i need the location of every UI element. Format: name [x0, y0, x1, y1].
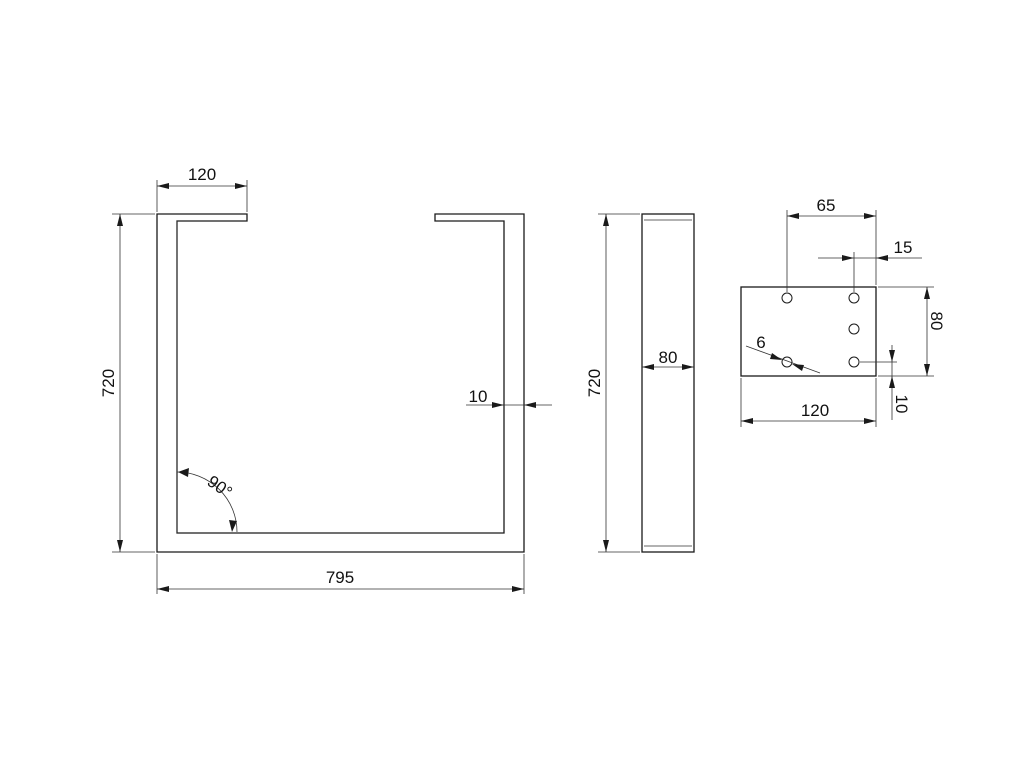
- dim-arrow: [889, 376, 895, 388]
- side-view: 720 80: [585, 213, 695, 553]
- dim-arrow: [792, 364, 804, 371]
- dim-arrow: [741, 418, 753, 424]
- dim-arrow: [235, 183, 247, 189]
- dim-label-hole-spacing: 65: [817, 196, 836, 215]
- dim-arrow: [787, 213, 799, 219]
- dim-arrow: [864, 213, 876, 219]
- dim-label-plate-width: 120: [801, 401, 829, 420]
- dim-label-angle: 90°: [204, 472, 236, 502]
- dim-label-side-depth: 80: [659, 348, 678, 367]
- dim-label-height: 720: [99, 369, 118, 397]
- dim-label-wall-thickness: 10: [469, 387, 488, 406]
- dim-arrow: [603, 214, 609, 226]
- side-profile-rect: [641, 213, 695, 553]
- dim-arrow: [157, 586, 169, 592]
- dim-arrow: [117, 540, 123, 552]
- plate-view: 65 15 80 10 120 6: [740, 196, 946, 427]
- dim-arrow: [157, 183, 169, 189]
- dim-label-plate-height: 80: [927, 312, 946, 331]
- dim-label-hole-diameter: 6: [756, 333, 765, 352]
- angle-arrow: [178, 468, 189, 477]
- angle-arc: [176, 471, 238, 533]
- dim-arrow: [524, 402, 536, 408]
- dim-label-top-width: 120: [188, 165, 216, 184]
- dim-arrow: [876, 255, 888, 261]
- angle-arrow: [229, 520, 237, 532]
- dim-arrow: [682, 364, 694, 370]
- dim-arrow: [492, 402, 504, 408]
- dim-arrow: [924, 287, 930, 299]
- mounting-hole: [848, 323, 860, 335]
- mounting-hole: [848, 356, 860, 368]
- dim-label-bottom-offset: 10: [892, 395, 911, 414]
- mounting-hole: [781, 292, 793, 304]
- dim-arrow: [924, 364, 930, 376]
- mounting-plate-rect: [740, 286, 877, 377]
- dim-arrow: [603, 540, 609, 552]
- dim-label-overall-width: 795: [326, 568, 354, 587]
- dim-arrow: [889, 350, 895, 362]
- front-view: 120 720 795 10 90°: [99, 165, 552, 594]
- dim-arrow: [842, 255, 854, 261]
- mounting-hole: [781, 356, 793, 368]
- dim-arrow: [512, 586, 524, 592]
- dim-label-side-height: 720: [585, 369, 604, 397]
- dim-arrow: [770, 353, 782, 360]
- dim-6-leader: [745, 345, 821, 374]
- dim-label-edge-offset: 15: [894, 238, 913, 257]
- mounting-hole: [848, 292, 860, 304]
- dim-arrow: [117, 214, 123, 226]
- dim-arrow: [864, 418, 876, 424]
- dim-arrow: [642, 364, 654, 370]
- u-frame-outline: [156, 213, 525, 553]
